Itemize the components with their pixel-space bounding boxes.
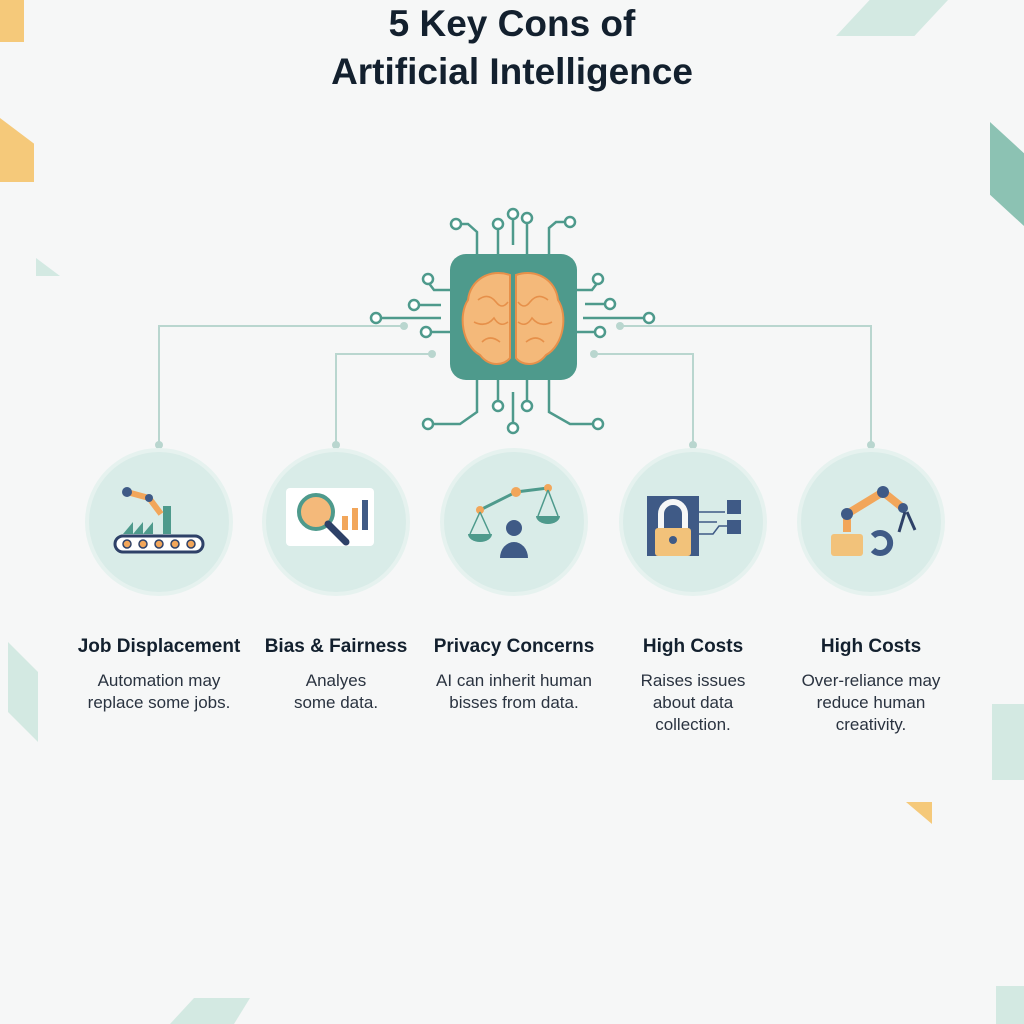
- con-card-high-costs: High Costs Raises issues about data coll…: [598, 452, 788, 736]
- card-title: Privacy Concerns: [433, 636, 595, 657]
- decor-shape: [992, 704, 1024, 780]
- card-title: Bias & Fairness: [264, 636, 408, 657]
- con-card-privacy-concerns: Privacy Concerns AI can inherit human bi…: [419, 452, 609, 714]
- card-title: Job Displacement: [77, 636, 241, 657]
- con-card-high-costs-creativity: High Costs Over-reliance may reduce huma…: [776, 452, 966, 736]
- decor-shape: [0, 0, 24, 42]
- card-title: High Costs: [820, 636, 922, 657]
- card-description: Analyes some data.: [293, 671, 379, 712]
- factory-robot-arm-icon: [113, 487, 205, 554]
- padlock-data-icon: [647, 496, 741, 556]
- title-line-2: Artificial Intelligence: [331, 51, 693, 92]
- page-title: 5 Key Cons of Artificial Intelligence: [0, 0, 1024, 96]
- con-card-job-displacement: Job Displacement Automation may replace …: [64, 452, 254, 714]
- card-description: Raises issues about data collection.: [640, 671, 746, 734]
- con-card-bias-fairness: Bias & Fairness Analyes some data.: [241, 452, 431, 714]
- icon-circle: [801, 452, 941, 592]
- decor-shape: [996, 986, 1024, 1024]
- card-description: Over-reliance may reduce human creativit…: [801, 671, 941, 734]
- card-description: AI can inherit human bisses from data.: [436, 671, 592, 712]
- icon-circle: [444, 452, 584, 592]
- icon-circle: [89, 452, 229, 592]
- card-title: High Costs: [642, 636, 744, 657]
- robot-arm-icon: [831, 486, 917, 556]
- icon-circle: [266, 452, 406, 592]
- card-description: Automation may replace some jobs.: [87, 671, 231, 712]
- icon-circle: [623, 452, 763, 592]
- title-line-1: 5 Key Cons of: [388, 3, 636, 44]
- magnifier-brain-chart-icon: [286, 488, 374, 546]
- brain-icon: [461, 272, 565, 365]
- scales-person-icon: [468, 484, 560, 558]
